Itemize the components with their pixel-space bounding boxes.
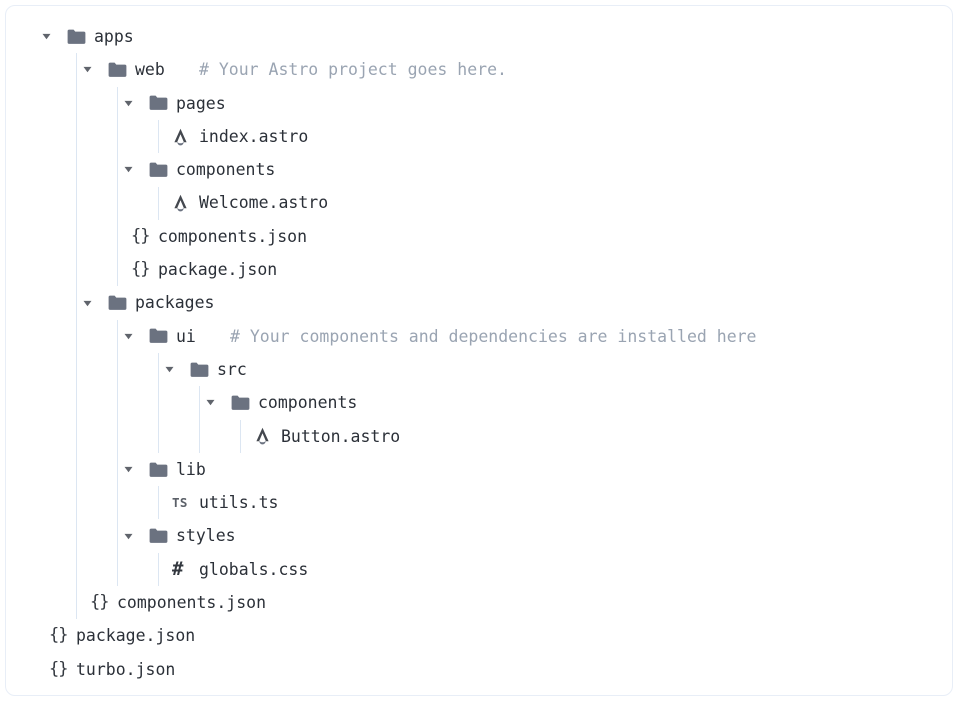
json-icon: {} — [49, 625, 69, 646]
chevron-down-icon[interactable] — [39, 20, 53, 53]
tree-row[interactable]: packages — [6, 286, 952, 319]
file-name: utils.ts — [199, 493, 279, 513]
chevron-down-icon[interactable] — [121, 320, 135, 353]
tree-row[interactable]: web # Your Astro project goes here. — [6, 53, 952, 86]
folder-icon — [149, 519, 169, 552]
tree-row[interactable]: {} package.json — [6, 253, 952, 286]
folder-name: components — [258, 393, 358, 413]
folder-icon — [67, 20, 87, 53]
folder-icon — [190, 353, 210, 386]
file-name: components.json — [117, 593, 267, 613]
tree-row[interactable]: styles — [6, 519, 952, 552]
folder-name: apps — [94, 27, 134, 46]
tree-indent-guide — [158, 552, 159, 587]
chevron-down-icon[interactable] — [80, 286, 94, 319]
tree-row[interactable]: {} package.json — [6, 619, 952, 652]
file-name: turbo.json — [76, 659, 176, 679]
folder-icon — [231, 386, 251, 419]
folder-name: components — [176, 160, 276, 180]
json-icon: {} — [131, 259, 151, 280]
tree-indent-guide — [158, 119, 159, 154]
tree-row[interactable]: {} components.json — [6, 220, 952, 253]
folder-name: web — [135, 60, 165, 80]
folder-icon — [149, 87, 169, 120]
tree-row[interactable]: ui # Your components and dependencies are… — [6, 320, 952, 353]
tree-row[interactable]: {} turbo.json — [6, 653, 952, 686]
folder-icon — [149, 153, 169, 186]
tree-row[interactable]: Button.astro — [6, 420, 952, 453]
tree-indent-guide — [158, 353, 159, 453]
tree-indent-guide — [158, 486, 159, 520]
file-name: index.astro — [199, 126, 309, 146]
chevron-down-icon[interactable] — [121, 153, 135, 186]
astro-icon — [254, 420, 274, 453]
css-icon: # — [172, 557, 184, 580]
folder-icon — [108, 53, 128, 86]
tree-row[interactable]: lib — [6, 453, 952, 486]
folder-icon — [149, 453, 169, 486]
tree-row[interactable]: {} components.json — [6, 586, 952, 619]
tree-row[interactable]: src — [6, 353, 952, 386]
tree-row[interactable]: Welcome.astro — [6, 186, 952, 219]
folder-icon — [149, 320, 169, 353]
tree-row[interactable]: components — [6, 386, 952, 419]
ts-icon: TS — [172, 495, 188, 511]
file-name: package.json — [158, 260, 278, 280]
json-icon: {} — [49, 658, 69, 679]
tree-indent-guide — [158, 186, 159, 220]
chevron-down-icon[interactable] — [162, 353, 176, 386]
tree-row[interactable]: index.astro — [6, 120, 952, 153]
astro-icon — [172, 120, 192, 153]
chevron-down-icon[interactable] — [121, 453, 135, 486]
tree-indent-guide — [199, 386, 200, 453]
folder-name: src — [217, 359, 247, 379]
chevron-down-icon[interactable] — [203, 386, 217, 419]
file-name: package.json — [76, 626, 196, 646]
file-name: components.json — [158, 226, 308, 246]
folder-name: packages — [135, 293, 215, 313]
json-icon: {} — [131, 225, 151, 246]
file-name: globals.css — [199, 559, 309, 579]
folder-name: ui — [176, 326, 196, 346]
chevron-down-icon[interactable] — [80, 53, 94, 86]
folder-name: lib — [176, 459, 206, 479]
chevron-down-icon[interactable] — [121, 519, 135, 552]
tree-row[interactable]: components — [6, 153, 952, 186]
tree-row[interactable]: TS utils.ts — [6, 486, 952, 519]
file-name: Welcome.astro — [199, 193, 329, 213]
row-comment: # Your components and dependencies are i… — [230, 326, 757, 346]
chevron-down-icon[interactable] — [121, 87, 135, 120]
folder-name: styles — [176, 526, 236, 546]
tree-row[interactable]: # globals.css — [6, 553, 952, 586]
folder-icon — [108, 286, 128, 319]
folder-name: pages — [176, 93, 226, 113]
tree-indent-guide — [76, 53, 77, 620]
tree-indent-guide — [117, 319, 118, 587]
tree-indent-guide — [117, 86, 118, 287]
astro-icon — [172, 186, 192, 219]
json-icon: {} — [90, 592, 110, 613]
row-comment: # Your Astro project goes here. — [199, 60, 507, 80]
tree-row[interactable]: apps — [6, 20, 952, 53]
tree-row[interactable]: pages — [6, 87, 952, 120]
file-name: Button.astro — [281, 426, 401, 446]
tree-indent-guide — [240, 419, 241, 453]
